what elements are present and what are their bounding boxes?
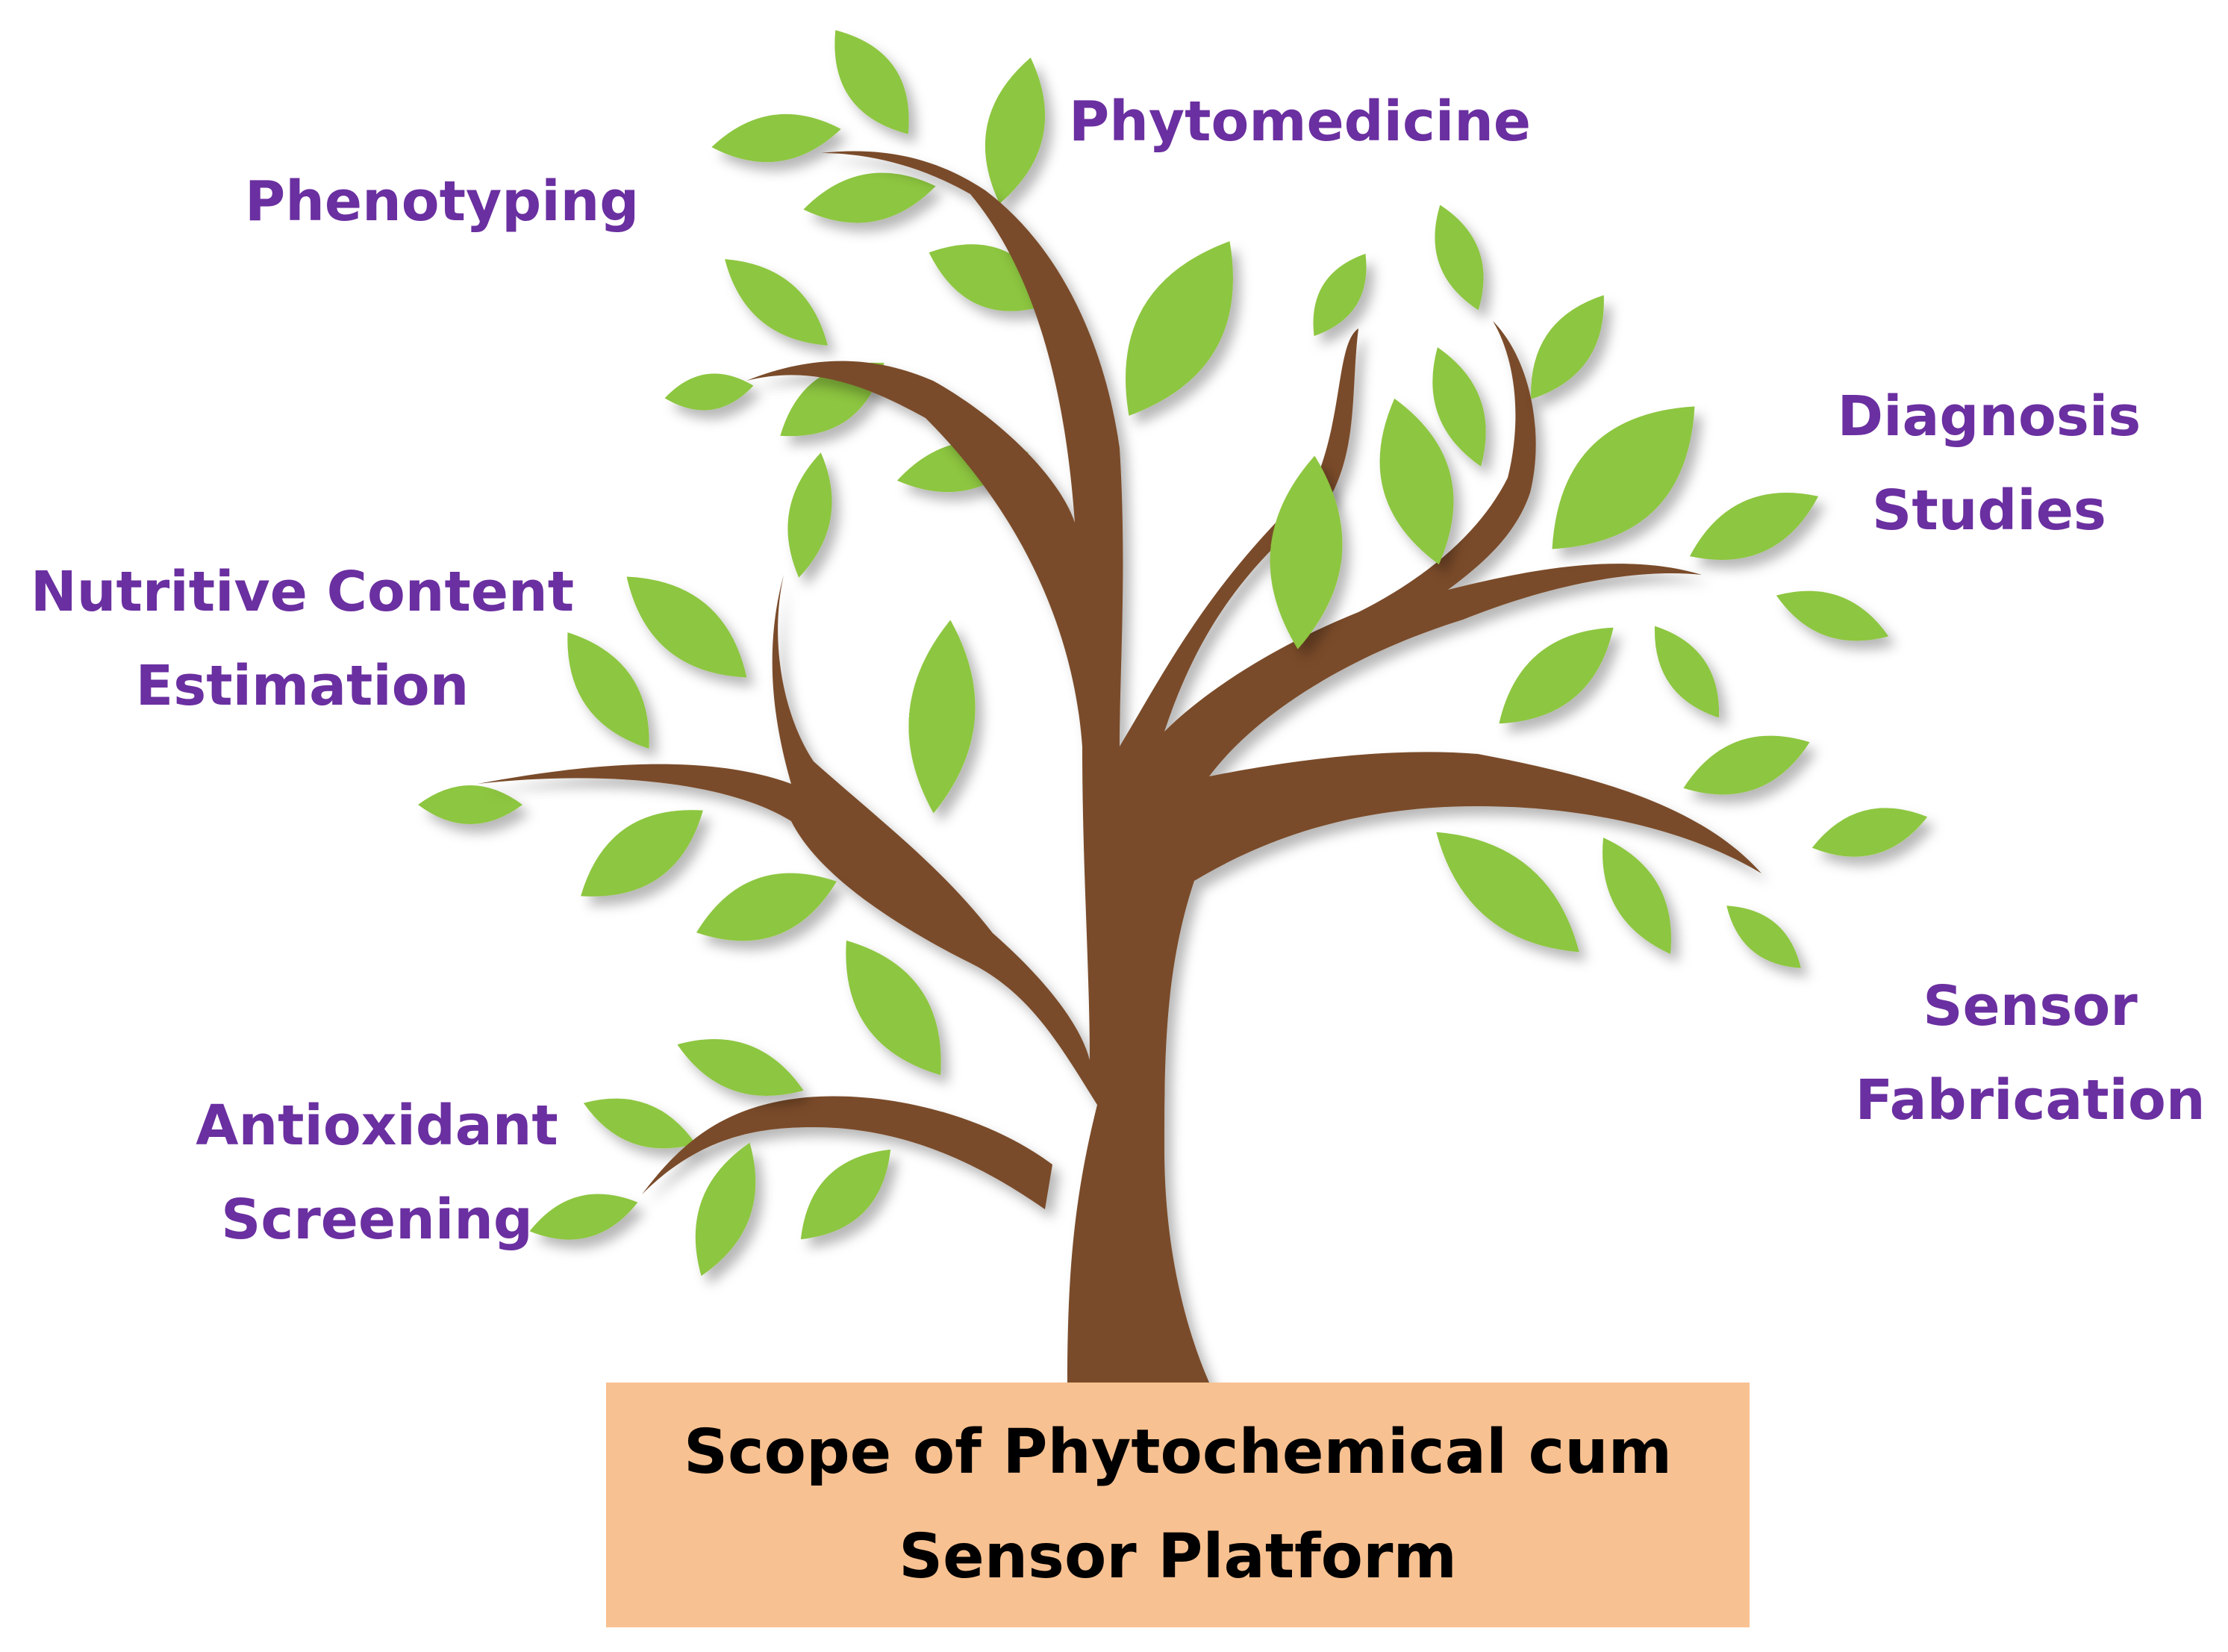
leaf-icon [1603, 838, 1671, 954]
leaf-icon [1531, 295, 1604, 399]
label-phenotyping: Phenotyping [245, 155, 639, 249]
trunk-icon [478, 151, 1762, 1383]
leaf-icon [1436, 832, 1579, 953]
leaf-icon [695, 1142, 756, 1277]
leaf-icon [664, 373, 754, 411]
leaf-icon [803, 172, 936, 223]
leaf-icon [1499, 627, 1614, 724]
leaf-icon [929, 244, 1054, 311]
leaf-icon [529, 1194, 638, 1240]
label-line: Estimation [135, 654, 469, 718]
label-line: Nutritive Content [30, 560, 575, 624]
leaf-icon [787, 452, 832, 578]
leaf-icon [711, 113, 841, 163]
leaf-icon [1435, 205, 1484, 311]
leaf-icon [677, 1039, 804, 1096]
leaf-icon [780, 362, 884, 437]
leaf-icon [581, 810, 703, 897]
label-antioxidant-screening: Antioxidant Screening [172, 1079, 582, 1267]
leaf-icon [1552, 406, 1695, 549]
lower-left-branch-icon [642, 1096, 1052, 1209]
label-line: Phytomedicine [1069, 90, 1532, 154]
leaf-icon [1776, 590, 1889, 641]
leaves-front [529, 205, 1928, 1277]
leaf-icon [1689, 493, 1819, 560]
leaf-icon [626, 576, 747, 678]
label-line: Fabrication [1855, 1068, 2206, 1132]
leaf-icon [725, 259, 828, 346]
leaf-icon [1126, 241, 1233, 416]
leaf-icon [1432, 347, 1486, 467]
leaf-icon [1654, 626, 1720, 718]
base-title-line-2: Sensor Platform [899, 1521, 1457, 1592]
leaf-icon [418, 785, 522, 824]
label-line: Screening [221, 1188, 533, 1252]
leaf-icon [567, 632, 649, 749]
label-phytomedicine: Phytomedicine [1069, 75, 1531, 169]
scope-base-box: Scope of Phytochemical cum Sensor Platfo… [606, 1383, 1750, 1627]
label-nutritive-content: Nutritive Content Estimation [7, 545, 597, 733]
leaf-icon [583, 1098, 696, 1149]
label-diagnosis-studies: Diagnosis Studies [1829, 370, 2150, 558]
leaf-icon [908, 620, 976, 814]
leaf-icon [834, 30, 909, 134]
leaf-icon [846, 940, 941, 1076]
label-line: Diagnosis [1837, 384, 2141, 449]
leaf-icon [1313, 253, 1367, 337]
leaf-icon [1683, 735, 1810, 795]
leaf-icon [1379, 398, 1454, 565]
label-line: Sensor [1923, 974, 2138, 1038]
label-line: Phenotyping [245, 169, 640, 234]
leaf-icon [1726, 906, 1801, 968]
base-title-line-1: Scope of Phytochemical cum [683, 1417, 1673, 1488]
leaf-icon [1270, 455, 1343, 649]
label-sensor-fabrication: Sensor Fabrication [1836, 959, 2224, 1147]
leaf-icon [1812, 808, 1928, 857]
label-line: Antioxidant [196, 1094, 558, 1158]
tree-trunk [478, 151, 1762, 1383]
leaf-icon [984, 57, 1046, 204]
leaf-icon [696, 873, 837, 941]
leaf-icon [800, 1149, 891, 1240]
label-line: Studies [1872, 479, 2106, 543]
